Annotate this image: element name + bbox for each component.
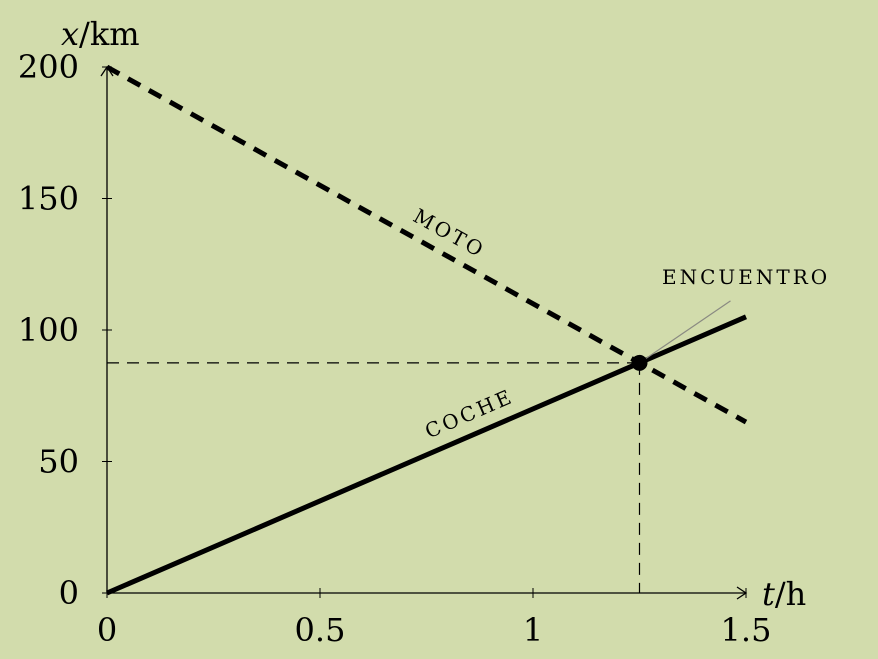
x-tick-label: 0 — [97, 611, 117, 649]
y-tick-label: 50 — [38, 443, 79, 481]
x-ticks: 0 0.5 1 1.5 — [97, 588, 772, 649]
x-tick-label: 1 — [523, 611, 543, 649]
annotation-leader-line — [639, 300, 731, 364]
meeting-point-marker — [631, 354, 648, 371]
series-line-coche — [106, 314, 747, 596]
x-axis-unit: /h — [775, 575, 806, 613]
meeting-guide-lines — [107, 362, 641, 593]
y-tick-label: 150 — [18, 180, 79, 218]
y-ticks: 0 50 100 150 200 — [18, 48, 112, 612]
x-axis-title: t/h — [762, 575, 806, 613]
annotation-label: ENCUENTRO — [662, 265, 830, 289]
x-tick-label: 0.5 — [295, 611, 346, 649]
y-tick-label: 200 — [18, 48, 79, 86]
y-axis-unit: /km — [79, 15, 140, 53]
y-axis-title: x/km — [61, 15, 140, 53]
series-line-moto — [105, 64, 748, 425]
y-tick-label: 0 — [59, 574, 79, 612]
y-tick-label: 100 — [18, 311, 79, 349]
series-lines — [105, 64, 748, 596]
axes — [100, 65, 748, 600]
y-axis-variable: x — [61, 15, 79, 53]
x-tick-label: 1.5 — [721, 611, 772, 649]
series-label-moto: MOTO — [409, 204, 489, 263]
x-axis-variable: t — [762, 575, 775, 613]
